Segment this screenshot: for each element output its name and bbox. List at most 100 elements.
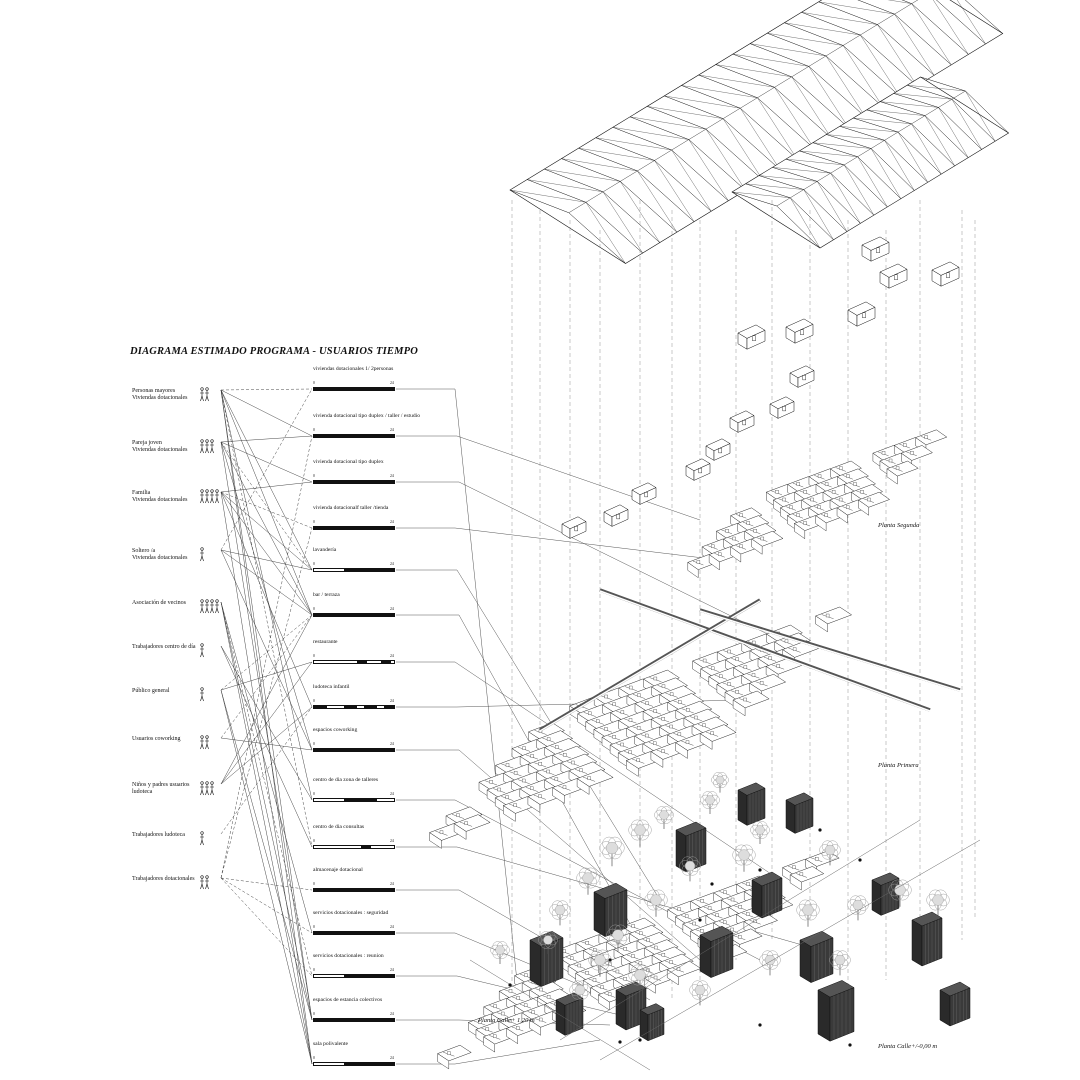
room-module	[682, 915, 717, 940]
user-group-label: Trabajadores dotacionales	[132, 876, 195, 882]
room-module	[743, 912, 779, 938]
walkway	[539, 598, 761, 732]
room-module	[666, 725, 704, 752]
room-module	[634, 726, 672, 753]
axis-end-label: 24	[390, 839, 394, 843]
program-label: ludoteca infantil	[313, 684, 350, 690]
program-label: espacios de estancia colectivos	[313, 997, 383, 1003]
dark-facade-block	[751, 871, 783, 919]
room-module	[765, 657, 803, 683]
room-module	[822, 484, 855, 508]
room-module	[757, 649, 795, 675]
room-module	[900, 445, 933, 469]
room-module	[701, 538, 734, 563]
tree	[847, 895, 869, 921]
family-figures-icon	[199, 488, 221, 507]
tree	[538, 931, 558, 954]
room-module	[521, 974, 557, 999]
room-module	[605, 933, 641, 958]
dark-facade-block	[785, 792, 814, 834]
room-module	[636, 932, 672, 957]
room-module	[691, 716, 729, 743]
tree	[926, 889, 950, 917]
user-group-label: Usuarios coworking	[132, 736, 181, 742]
house-volume	[861, 236, 890, 262]
house-volume	[705, 438, 731, 461]
elderly-figures-icon	[199, 386, 221, 405]
program-label: servicios dotacionales : seguridad	[313, 910, 389, 916]
axis-end-label: 24	[390, 474, 394, 478]
tree	[628, 964, 652, 992]
floor-label-calle-alta: Planta Calle+ 1,20 m	[478, 1017, 535, 1024]
room-module	[708, 546, 741, 571]
axis-end-label: 24	[390, 699, 394, 703]
dark-facade-block	[675, 821, 707, 873]
tree	[628, 819, 652, 847]
axis-start-label: 0	[313, 520, 315, 524]
schedule-bar	[313, 660, 395, 664]
first-floor-plan	[429, 588, 961, 849]
diagram-title: DIAGRAMA ESTIMADO PROGRAMA - USUARIOS TI…	[130, 346, 418, 357]
room-module	[544, 738, 582, 764]
room-module	[815, 476, 848, 501]
axis-start-label: 0	[313, 792, 315, 796]
schedule-bar	[313, 387, 395, 391]
schedule-bar	[313, 705, 395, 709]
room-module	[582, 941, 618, 967]
entrance-dot	[608, 958, 612, 962]
room-module	[514, 966, 549, 992]
entrance-dot	[508, 983, 512, 987]
dark-facade-block	[639, 1003, 665, 1042]
program-label: lavandería	[313, 547, 337, 553]
room-module	[690, 892, 725, 917]
room-module	[613, 970, 648, 995]
room-module	[511, 739, 549, 765]
room-module	[585, 712, 623, 738]
room-module	[519, 747, 557, 773]
schedule-bar	[313, 568, 395, 572]
room-module	[666, 960, 702, 986]
room-module	[486, 780, 524, 807]
house-volume	[847, 301, 876, 327]
tree	[599, 836, 625, 867]
room-module	[787, 476, 820, 501]
room-module	[575, 964, 610, 989]
dark-facade-block	[871, 872, 900, 916]
room-module	[724, 682, 762, 709]
program-label: viviendas dotacionales 1/ 2personas	[313, 366, 394, 372]
house-volume	[561, 516, 587, 539]
axis-start-label: 0	[313, 562, 315, 566]
room-module	[728, 898, 763, 923]
schedule-segment	[314, 388, 394, 390]
tree	[654, 806, 674, 829]
dark-facade-block	[699, 925, 734, 979]
room-module	[692, 651, 730, 678]
room-module	[601, 727, 639, 754]
room-module	[815, 606, 853, 633]
tree	[606, 924, 630, 952]
room-module	[582, 971, 618, 997]
dark-facade-block	[911, 911, 943, 967]
axis-end-label: 24	[390, 562, 394, 566]
street-edge	[469, 959, 651, 1071]
axis-end-label: 24	[390, 520, 394, 524]
room-module	[498, 982, 534, 1007]
house-volume	[879, 263, 908, 289]
room-module	[593, 687, 631, 714]
axis-end-label: 24	[390, 428, 394, 432]
roof-structures	[509, 0, 1010, 264]
room-module	[667, 900, 702, 926]
program-label: centro de dia zona de talleres	[313, 777, 379, 783]
user-group-label: Trabajadores ludoteca	[132, 832, 185, 838]
schedule-segment	[360, 846, 371, 848]
schedule-segment	[314, 527, 394, 529]
schedule-segment	[314, 481, 394, 483]
user-group-label: Niños y padres usuarios ludoteca	[132, 782, 190, 795]
dark-facade-block	[615, 981, 647, 1031]
room-module	[658, 717, 696, 744]
schedule-segment	[344, 1063, 394, 1065]
axis-start-label: 0	[313, 699, 315, 703]
room-module	[712, 944, 748, 969]
user-group-label: Pareja joven Viviendas dotacionales	[132, 440, 188, 453]
room-module	[577, 704, 615, 731]
